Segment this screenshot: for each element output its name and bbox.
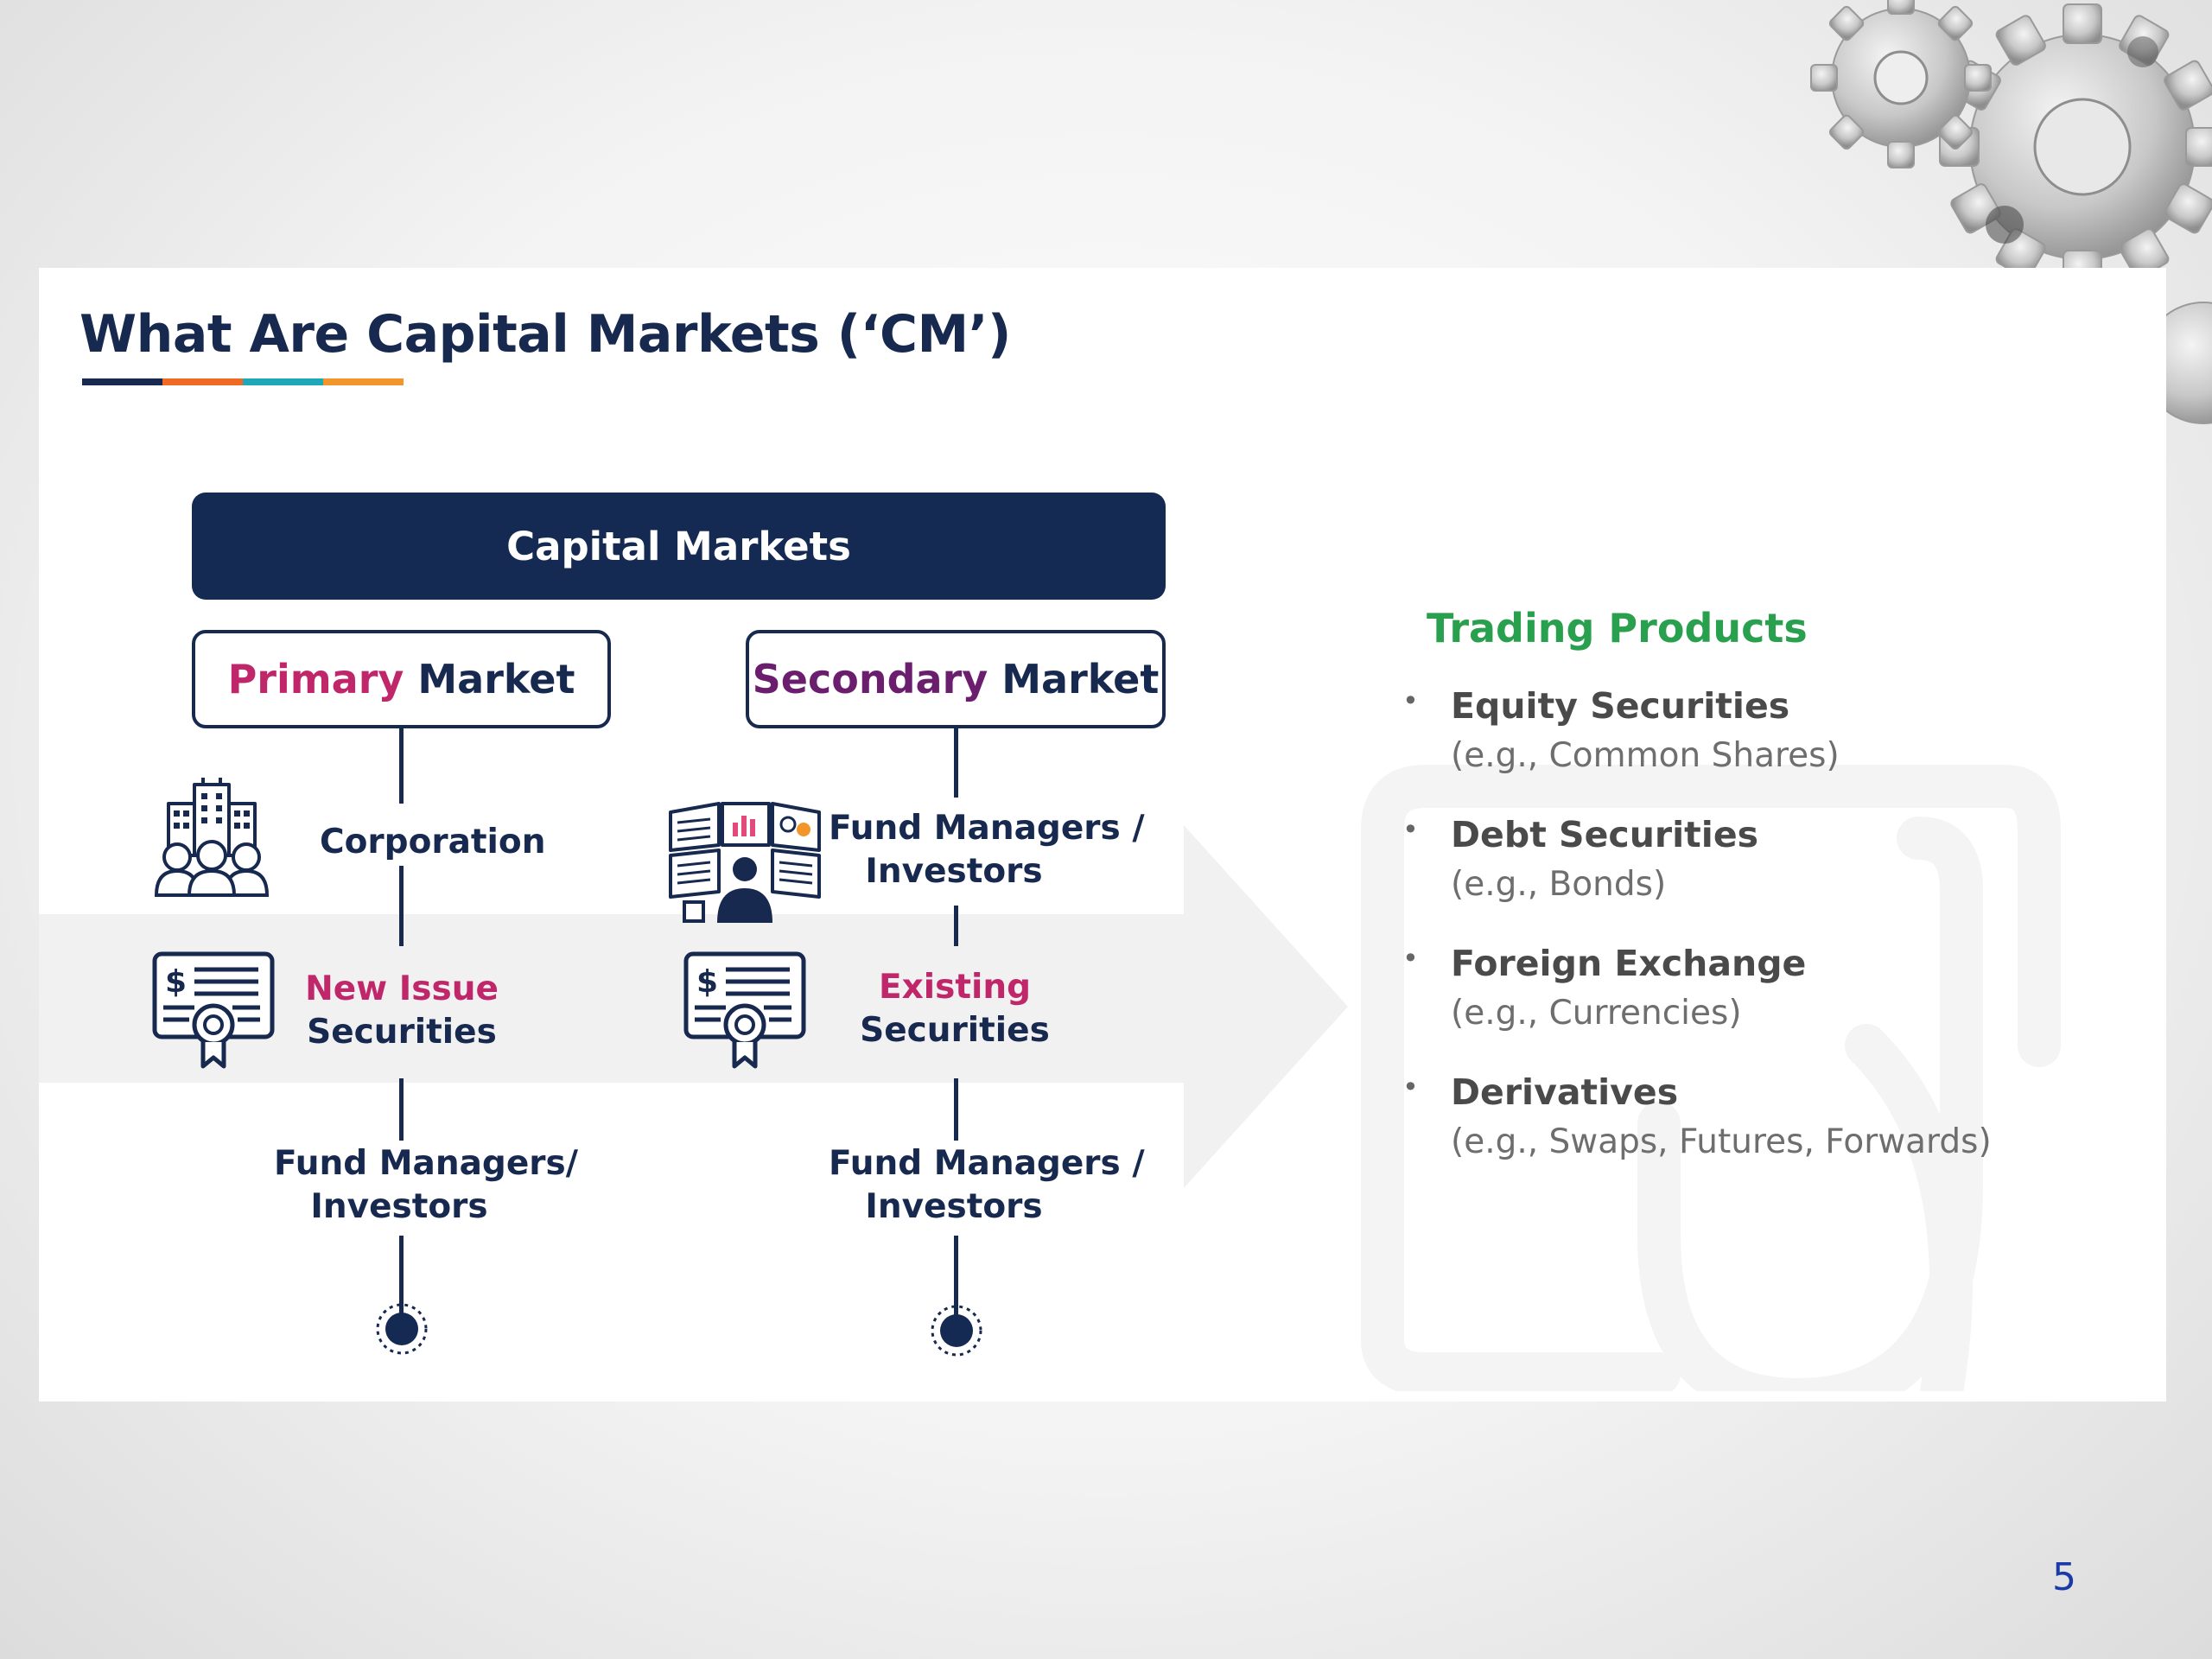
svg-text:$: $ <box>165 964 187 1000</box>
secondary-connector-4 <box>954 1236 958 1319</box>
title-underline <box>82 378 404 385</box>
primary-certificate-icon: $ <box>152 951 275 1069</box>
corporation-label: Corporation <box>320 823 546 861</box>
underline-segment-amber <box>323 378 404 385</box>
product-example: (e.g., Common Shares) <box>1451 736 1840 775</box>
product-name: Foreign Exchange <box>1451 943 1807 984</box>
underline-segment-orange <box>162 378 243 385</box>
product-example: (e.g., Bonds) <box>1451 865 1667 904</box>
trading-products-title: Trading Products <box>1427 605 1808 652</box>
bullet-icon: • <box>1402 942 1419 975</box>
new-issue-securities-label: New Issue Securities <box>298 968 505 1054</box>
existing-rest: Securities <box>860 1011 1050 1050</box>
svg-text:$: $ <box>696 964 718 1000</box>
list-item: • Equity Securities (e.g., Common Shares… <box>1402 681 1992 810</box>
trading-screens-icon <box>669 802 821 923</box>
page-number: 5 <box>2052 1555 2076 1599</box>
trading-products-list: • Equity Securities (e.g., Common Shares… <box>1402 681 1992 1196</box>
existing-securities-label: Existing Securities <box>851 966 1058 1052</box>
secondary-connector-2 <box>954 906 958 946</box>
slide-card: What Are Capital Markets (‘CM’) Capital … <box>39 268 2166 1402</box>
primary-connector-4 <box>399 1236 404 1318</box>
secondary-market-accent: Secondary <box>752 656 988 702</box>
product-name: Equity Securities <box>1451 685 1790 727</box>
secondary-buyers-label: Fund Managers / Investors <box>829 1142 1145 1229</box>
secondary-connector-1 <box>954 728 958 798</box>
underline-segment-teal <box>243 378 323 385</box>
secondary-buyers-line2: Investors <box>865 1187 1043 1226</box>
primary-market-box: Primary Market <box>192 630 611 728</box>
list-item: • Derivatives (e.g., Swaps, Futures, For… <box>1402 1067 1992 1196</box>
secondary-connector-3 <box>954 1078 958 1141</box>
new-issue-accent: New Issue <box>305 969 499 1008</box>
product-example: (e.g., Swaps, Futures, Forwards) <box>1451 1122 1992 1161</box>
primary-market-accent: Primary <box>227 656 404 702</box>
list-item: • Foreign Exchange (e.g., Currencies) <box>1402 938 1992 1067</box>
capital-markets-header: Capital Markets <box>192 493 1166 600</box>
product-example: (e.g., Currencies) <box>1451 994 1742 1033</box>
primary-buyers-line2: Investors <box>310 1187 488 1226</box>
bullet-icon: • <box>1402 813 1419 846</box>
primary-market-rest: Market <box>417 656 575 702</box>
primary-end-dot <box>376 1303 428 1355</box>
secondary-market-rest: Market <box>1001 656 1160 702</box>
secondary-market-box: Secondary Market <box>746 630 1166 728</box>
primary-connector-1 <box>399 728 404 804</box>
slide-title: What Are Capital Markets (‘CM’) <box>79 304 1011 365</box>
secondary-buyers-line1: Fund Managers / <box>829 1144 1145 1183</box>
existing-accent: Existing <box>878 968 1032 1007</box>
bullet-icon: • <box>1402 684 1419 717</box>
primary-connector-2 <box>399 866 404 946</box>
secondary-end-dot <box>931 1305 982 1357</box>
watermark-shape <box>1361 765 2061 1391</box>
secondary-seller-line2: Investors <box>865 852 1043 891</box>
secondary-certificate-icon: $ <box>683 951 806 1069</box>
underline-segment-navy <box>82 378 162 385</box>
corporation-icon <box>154 778 270 897</box>
bullet-icon: • <box>1402 1071 1419 1103</box>
product-name: Derivatives <box>1451 1071 1679 1113</box>
list-item: • Debt Securities (e.g., Bonds) <box>1402 810 1992 938</box>
new-issue-rest: Securities <box>307 1013 497 1052</box>
primary-connector-3 <box>399 1078 404 1141</box>
secondary-seller-text: Fund Managers / Investors <box>829 807 1145 893</box>
secondary-seller-line1: Fund Managers / <box>829 809 1145 848</box>
arrow-shape <box>1184 825 1348 1188</box>
capital-markets-label: Capital Markets <box>506 523 851 569</box>
primary-buyers-line1: Fund Managers/ <box>274 1144 578 1183</box>
product-name: Debt Securities <box>1451 814 1759 855</box>
primary-buyers-label: Fund Managers/ Investors <box>274 1142 578 1229</box>
